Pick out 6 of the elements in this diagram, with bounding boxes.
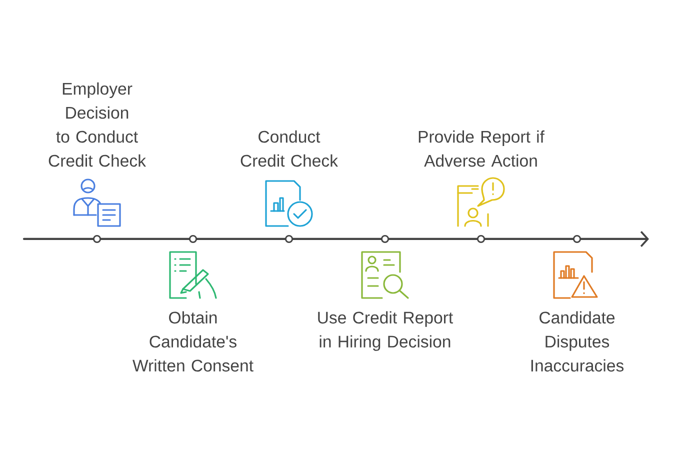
- step-label: Employer Decision to Conduct Credit Check: [48, 82, 146, 167]
- step-label: Conduct Credit Check: [240, 130, 338, 167]
- step-label: Candidate Disputes Inaccuracies: [531, 311, 624, 372]
- step-label: Use Credit Report in Hiring Decision: [318, 311, 453, 351]
- step-label: Provide Report if Adverse Action: [418, 130, 544, 167]
- step-label: Obtain Candidate's Written Consent: [132, 311, 254, 372]
